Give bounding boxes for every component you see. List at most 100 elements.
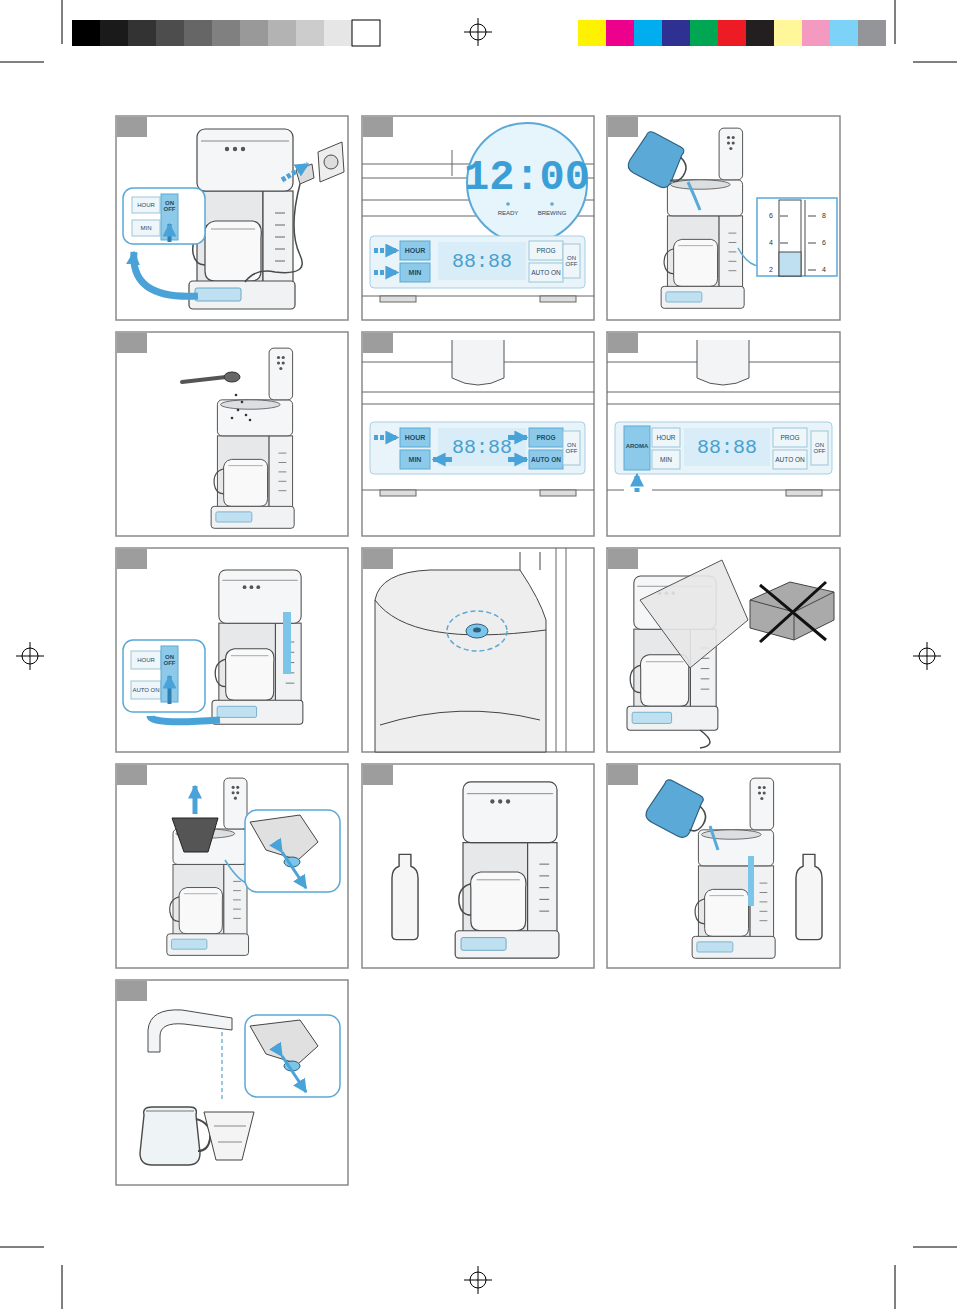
illustration-part	[193, 786, 198, 814]
illustration-part	[796, 854, 822, 939]
illustration-part	[606, 20, 634, 46]
aroma-button	[607, 340, 840, 496]
illustration-part	[212, 20, 240, 46]
illustration-part	[134, 252, 198, 296]
illustration-part	[466, 624, 488, 638]
illustration-part	[400, 241, 430, 260]
illustration-part	[380, 296, 416, 302]
illustration-part	[640, 560, 748, 668]
illustration-part	[608, 549, 638, 569]
illustration-part	[375, 570, 546, 752]
illustration-part	[245, 810, 340, 892]
illustration-part	[374, 435, 398, 440]
illustration-part	[318, 142, 344, 182]
panel-label: 6	[769, 212, 773, 219]
illustration-part	[182, 377, 226, 382]
illustration-part	[362, 764, 594, 968]
illustration-part	[16, 642, 44, 670]
illustration-part	[204, 1112, 254, 1160]
illustration-part	[324, 20, 352, 46]
illustration-part	[830, 20, 858, 46]
illustration-part	[913, 642, 941, 670]
illustration-part	[362, 332, 594, 536]
illustration-part	[607, 764, 840, 968]
coffee-maker-plug-in	[123, 129, 344, 309]
panel-label: 88:88	[452, 251, 512, 272]
illustration-part	[282, 1056, 306, 1092]
panel-label: 88:88	[452, 437, 512, 458]
illustration-part	[529, 428, 563, 447]
illustration-part	[167, 778, 249, 955]
illustration-part	[690, 20, 718, 46]
illustration-part	[231, 417, 234, 420]
illustration-part	[805, 200, 806, 276]
panel-label: HOUR	[405, 434, 426, 441]
illustration-part	[773, 450, 807, 469]
illustration-part	[688, 182, 700, 210]
illustration-part	[550, 202, 554, 206]
panel-label: 88:88	[697, 437, 757, 458]
illustration-part	[370, 422, 585, 474]
illustration-part	[652, 428, 680, 447]
illustration-part	[117, 765, 147, 785]
illustration-part	[773, 428, 807, 447]
illustration-part	[811, 431, 828, 465]
panel-label: ON OFF	[164, 200, 176, 213]
illustration-part	[245, 414, 248, 417]
illustration-part	[211, 348, 294, 528]
illustration-part	[563, 431, 580, 465]
illustration-part	[697, 340, 749, 385]
illustration-part	[131, 651, 161, 669]
illustration-part	[324, 155, 338, 169]
step-tab	[117, 117, 638, 1001]
illustration-part	[237, 409, 240, 412]
illustration-part	[520, 552, 540, 570]
illustration-part	[235, 394, 238, 397]
illustration-part	[643, 777, 714, 844]
pour-descaler	[643, 777, 822, 959]
illustration-part	[184, 20, 212, 46]
panel-label: 6	[822, 239, 826, 246]
panel-label: AROMA	[626, 443, 649, 449]
illustration-part	[245, 184, 302, 282]
fill-water	[625, 128, 837, 308]
panel-label: 8	[822, 212, 826, 219]
illustration-part	[380, 711, 540, 725]
illustration-part	[362, 116, 594, 320]
add-coffee	[182, 348, 294, 528]
illustration-part	[123, 188, 205, 244]
illustration-part	[392, 854, 418, 939]
illustration-part	[168, 224, 172, 242]
illustration-part	[700, 730, 710, 748]
panel-label: MIN	[141, 225, 152, 231]
illustration-part	[662, 20, 690, 46]
illustration-part	[780, 216, 816, 270]
illustration-part	[116, 980, 348, 1185]
illustration-part	[400, 263, 430, 282]
remove-filter	[167, 778, 340, 955]
panel-label: HOUR	[137, 657, 155, 663]
illustration-part	[282, 852, 306, 888]
illustration-part	[282, 164, 308, 180]
illustration-part	[168, 676, 172, 704]
panel-label: HOUR	[405, 247, 426, 254]
illustration-part	[607, 116, 840, 320]
panel-label: 2	[769, 266, 773, 273]
illustration-part	[116, 548, 348, 752]
panel-label: PROG	[536, 247, 555, 254]
illustration-part	[268, 20, 296, 46]
illustration-part	[684, 428, 770, 466]
panel-label: HOUR	[137, 202, 155, 208]
illustration-part	[283, 612, 291, 674]
illustration-part	[116, 116, 348, 320]
illustration-part	[625, 129, 694, 194]
illustration-part	[757, 198, 837, 276]
illustration-part	[748, 856, 754, 906]
illustration-part	[625, 129, 694, 194]
illustration-part	[608, 117, 638, 137]
registration-mark	[16, 18, 941, 1294]
illustration-part	[529, 263, 563, 282]
clean-housing	[627, 560, 834, 748]
